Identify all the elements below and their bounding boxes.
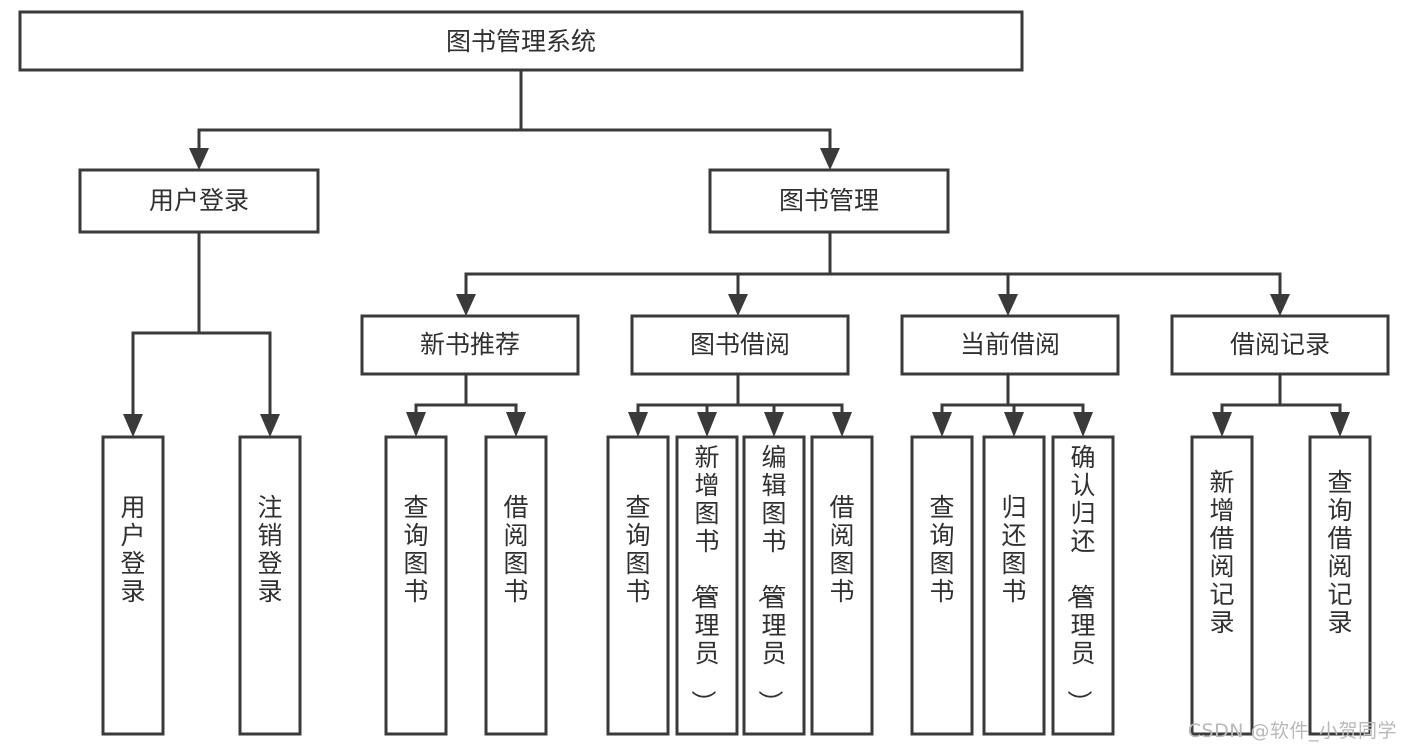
node-root-box[interactable] bbox=[18, 10, 1024, 72]
node-leaf-return-book-box[interactable] bbox=[982, 435, 1046, 736]
node-leaf-add-borrow-record[interactable]: 新增借阅记录 bbox=[1190, 435, 1254, 736]
arrow-head-current-borrow bbox=[998, 294, 1018, 316]
arrow-head-leaf-user-login bbox=[123, 414, 143, 437]
node-leaf-add-borrow-record-label: 新增借阅记录 bbox=[1209, 468, 1234, 637]
node-user-login-box[interactable] bbox=[78, 168, 320, 234]
arrow-head-leaf-add-borrow-record bbox=[1212, 412, 1232, 437]
node-leaf-confirm-return-admin[interactable]: 确认归还（管理员） bbox=[1051, 435, 1115, 736]
node-leaf-confirm-return-admin-box[interactable] bbox=[1051, 435, 1115, 736]
node-borrow-records-label: 借阅记录 bbox=[1230, 330, 1330, 359]
node-borrow-records-box[interactable] bbox=[1170, 314, 1390, 376]
arrow-head-book-borrow bbox=[728, 294, 748, 316]
node-leaf-return-book-label: 归还图书 bbox=[1001, 493, 1026, 606]
node-current-borrow-label: 当前借阅 bbox=[960, 330, 1060, 359]
node-leaf-query-book-current-box[interactable] bbox=[910, 435, 974, 736]
node-leaf-query-borrow-record[interactable]: 查询借阅记录 bbox=[1308, 435, 1372, 736]
arrow-head-leaf-confirm-return-admin bbox=[1073, 412, 1093, 437]
arrow-head-book-management bbox=[820, 148, 840, 170]
node-leaf-edit-book-admin-box[interactable] bbox=[742, 435, 806, 736]
node-leaf-query-borrow-record-label: 查询借阅记录 bbox=[1327, 468, 1352, 637]
node-leaf-query-book-borrow-box[interactable] bbox=[606, 435, 670, 736]
node-leaf-user-login-label: 用户登录 bbox=[120, 493, 145, 606]
node-leaf-query-book-borrow[interactable]: 查询图书 bbox=[606, 435, 670, 736]
node-leaf-query-book-new-box[interactable] bbox=[384, 435, 448, 736]
node-leaf-edit-book-admin[interactable]: 编辑图书（管理员） bbox=[742, 435, 806, 736]
arrow-head-leaf-borrow-book-new bbox=[506, 412, 526, 437]
node-leaf-query-book-new-label: 查询图书 bbox=[403, 493, 428, 606]
arrow-head-leaf-return-book bbox=[1004, 412, 1024, 437]
node-leaf-add-borrow-record-box[interactable] bbox=[1190, 435, 1254, 736]
node-leaf-query-book-current-label: 查询图书 bbox=[929, 493, 954, 606]
node-leaf-borrow-book-borrow[interactable]: 借阅图书 bbox=[810, 435, 874, 736]
node-leaf-add-book-admin-box[interactable] bbox=[675, 435, 739, 736]
node-leaf-add-book-admin[interactable]: 新增图书（管理员） bbox=[675, 435, 739, 736]
arrow-head-user-login bbox=[189, 148, 209, 170]
node-leaf-query-borrow-record-box[interactable] bbox=[1308, 435, 1372, 736]
node-leaf-edit-book-admin-label: 编辑图书（管理员） bbox=[755, 443, 786, 715]
node-book-borrow[interactable]: 图书借阅 bbox=[630, 314, 850, 376]
node-leaf-borrow-book-new-box[interactable] bbox=[484, 435, 548, 736]
node-leaf-logout-login-label: 注销登录 bbox=[257, 493, 282, 606]
node-book-borrow-label: 图书借阅 bbox=[690, 330, 790, 359]
node-book-borrow-box[interactable] bbox=[630, 314, 850, 376]
arrow-head-new-book-recommend bbox=[456, 294, 476, 316]
node-leaf-borrow-book-borrow-label: 借阅图书 bbox=[829, 493, 854, 606]
arrow-head-leaf-logout-login bbox=[260, 414, 280, 437]
node-new-book-recommend[interactable]: 新书推荐 bbox=[360, 314, 580, 376]
node-current-borrow[interactable]: 当前借阅 bbox=[900, 314, 1120, 376]
node-leaf-query-book-new[interactable]: 查询图书 bbox=[384, 435, 448, 736]
node-new-book-recommend-box[interactable] bbox=[360, 314, 580, 376]
arrow-head-leaf-query-book-borrow bbox=[628, 412, 648, 437]
node-current-borrow-box[interactable] bbox=[900, 314, 1120, 376]
arrow-head-leaf-add-book-admin bbox=[697, 412, 717, 437]
node-leaf-query-book-borrow-label: 查询图书 bbox=[625, 493, 650, 606]
node-leaf-add-book-admin-label: 新增图书（管理员） bbox=[688, 443, 719, 715]
node-book-management-label: 图书管理 bbox=[779, 186, 879, 215]
arrow-head-leaf-borrow-book-borrow bbox=[832, 412, 852, 437]
node-leaf-user-login-box[interactable] bbox=[101, 435, 165, 736]
arrow-head-leaf-query-borrow-record bbox=[1330, 412, 1350, 437]
node-leaf-borrow-book-new-label: 借阅图书 bbox=[503, 493, 528, 606]
node-leaf-borrow-book-borrow-box[interactable] bbox=[810, 435, 874, 736]
node-leaf-query-book-current[interactable]: 查询图书 bbox=[910, 435, 974, 736]
arrow-head-leaf-query-book-current bbox=[932, 412, 952, 437]
arrow-head-leaf-query-book-new bbox=[406, 412, 426, 437]
node-new-book-recommend-label: 新书推荐 bbox=[420, 330, 520, 359]
node-leaf-logout-login-box[interactable] bbox=[238, 435, 302, 736]
node-book-management-box[interactable] bbox=[708, 168, 950, 234]
node-leaf-logout-login[interactable]: 注销登录 bbox=[238, 435, 302, 736]
node-book-management[interactable]: 图书管理 bbox=[708, 168, 950, 234]
node-user-login-label: 用户登录 bbox=[149, 186, 249, 215]
leaf-nodes-group: 用户登录 注销登录 查询图书 借阅图书 查询图书 新增图书（管理员） bbox=[101, 435, 1372, 736]
node-root-label: 图书管理系统 bbox=[446, 27, 596, 56]
node-leaf-confirm-return-admin-label: 确认归还（管理员） bbox=[1064, 443, 1095, 715]
node-user-login[interactable]: 用户登录 bbox=[78, 168, 320, 234]
arrow-head-borrow-records bbox=[1270, 294, 1290, 316]
connectors-group bbox=[123, 68, 1350, 437]
arrow-head-leaf-edit-book-admin bbox=[764, 412, 784, 437]
node-leaf-borrow-book-new[interactable]: 借阅图书 bbox=[484, 435, 548, 736]
node-leaf-user-login[interactable]: 用户登录 bbox=[101, 435, 165, 736]
node-borrow-records[interactable]: 借阅记录 bbox=[1170, 314, 1390, 376]
node-leaf-return-book[interactable]: 归还图书 bbox=[982, 435, 1046, 736]
node-root[interactable]: 图书管理系统 bbox=[18, 10, 1024, 72]
